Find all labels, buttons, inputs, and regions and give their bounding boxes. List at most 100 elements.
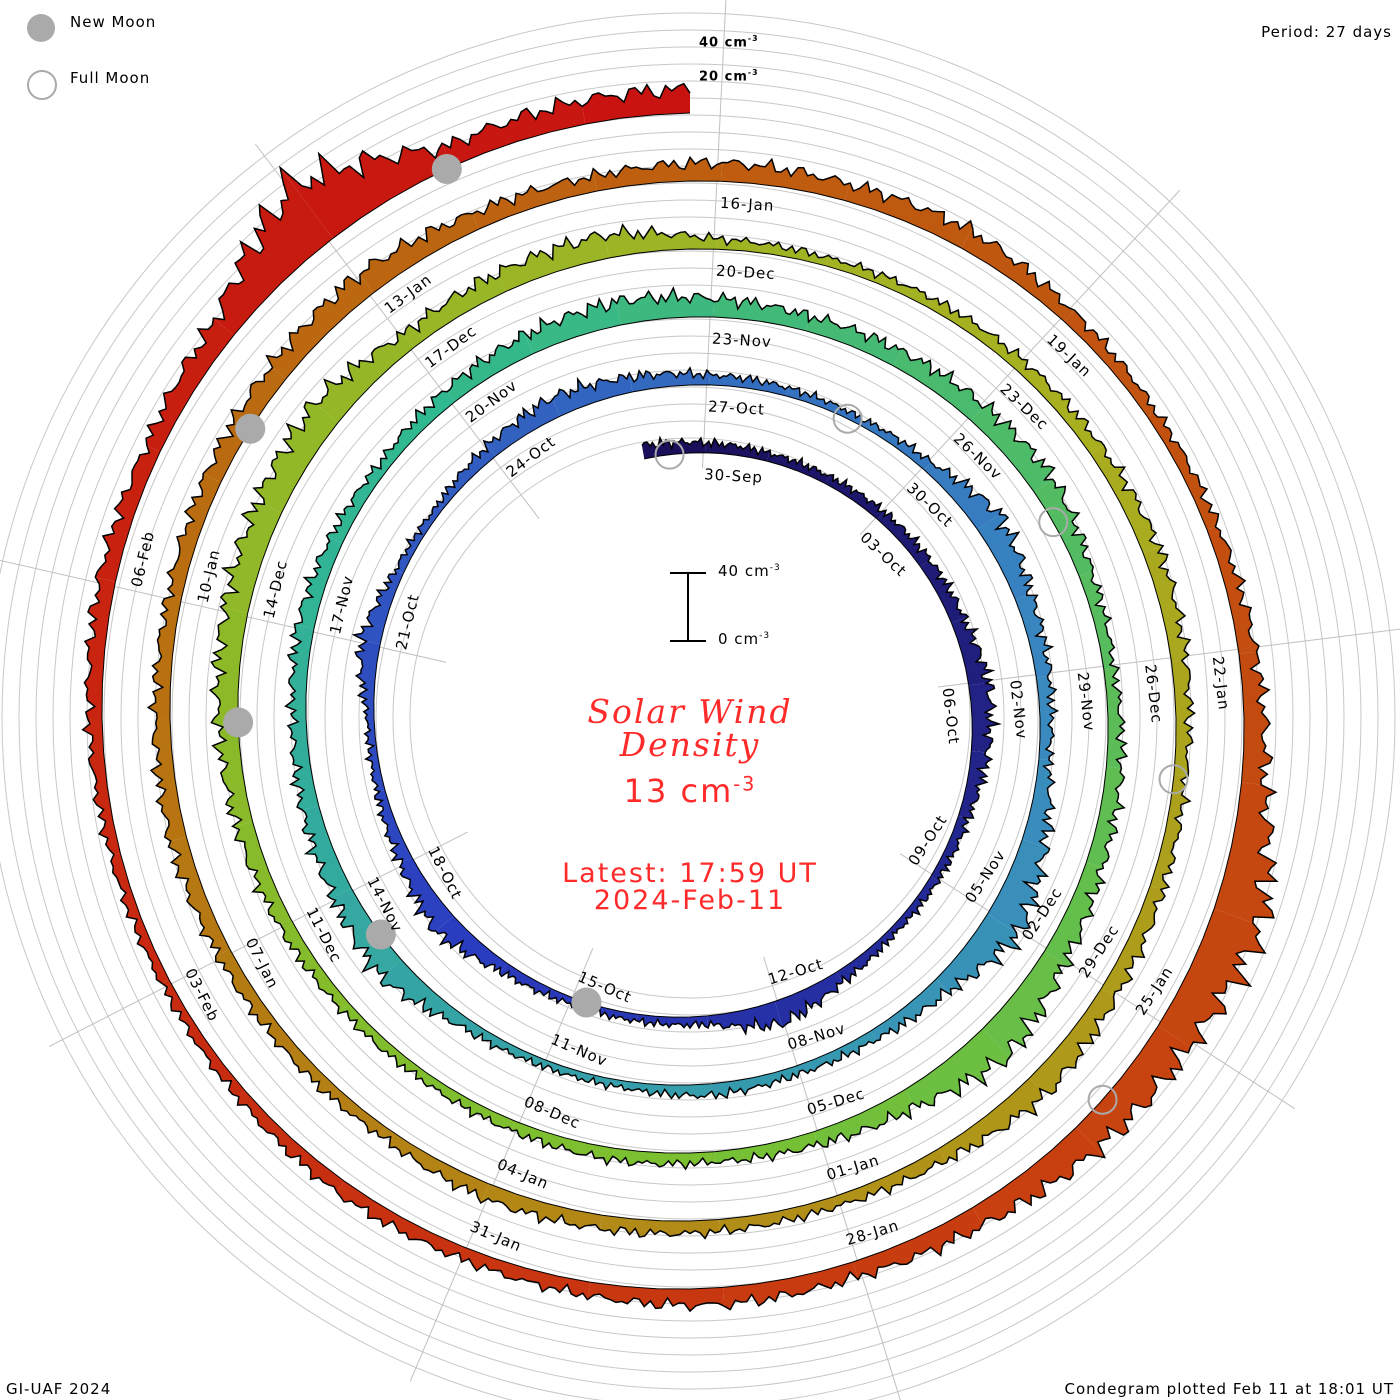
full-moon-marker (1087, 1084, 1118, 1115)
density-segment (717, 236, 829, 266)
new-moon-marker (235, 413, 266, 444)
density-segment (715, 1131, 817, 1164)
density-segment (220, 503, 282, 614)
grid-ring (52, 80, 1328, 1356)
density-segment (280, 918, 350, 1014)
grid-radial-line (763, 956, 901, 1400)
scale-bar (670, 572, 706, 642)
density-segment (713, 292, 809, 331)
moon-markers (223, 153, 1189, 1115)
density-segment (1076, 1025, 1191, 1158)
density-segment (825, 255, 932, 307)
density-segment (253, 402, 338, 513)
grid-ring (358, 386, 1022, 1050)
grid-ring (375, 403, 1005, 1033)
density-segment (461, 1017, 543, 1066)
density-segment (232, 821, 291, 924)
density-segment (95, 445, 160, 582)
density-segment (1086, 766, 1125, 869)
density-segment (723, 1262, 859, 1310)
density-segment (624, 1081, 712, 1099)
density-segment (982, 951, 1068, 1057)
date-label: 31-Jan (467, 1217, 524, 1255)
outer-scale-40-label: 40 cm-3 (699, 34, 759, 51)
density-segment (721, 159, 851, 201)
density-segment (987, 839, 1050, 933)
density-segment (337, 1003, 427, 1080)
density-segment (511, 1121, 615, 1166)
density-segment (951, 616, 993, 686)
density-segment (499, 963, 570, 1004)
density-segment (289, 1047, 386, 1137)
density-segment (1147, 413, 1219, 530)
density-segment (1015, 595, 1053, 678)
density-segment (958, 750, 992, 819)
density-segment (84, 577, 116, 718)
density-segment (938, 1077, 1043, 1163)
density-segment (1171, 660, 1195, 777)
density-segment (237, 1091, 345, 1193)
scale-bottom-label: 0 cm-3 (718, 630, 771, 648)
density-segment (213, 167, 333, 336)
new-moon-marker (431, 153, 462, 184)
density-segment (893, 348, 983, 421)
density-segment (1034, 479, 1094, 577)
density-segment (359, 213, 480, 293)
density-segment (836, 929, 895, 984)
density-segment (709, 373, 790, 396)
grid-ring (205, 233, 1175, 1203)
date-label: 17-Nov (326, 574, 357, 636)
density-segment (436, 916, 508, 974)
density-segment (1239, 651, 1273, 785)
density-segment (364, 718, 385, 792)
density-segment (1090, 445, 1164, 554)
density-segment (374, 790, 413, 863)
scale-top-label: 40 cm-3 (718, 562, 781, 580)
density-segment (977, 514, 1033, 600)
full-moon-marker (654, 439, 685, 470)
density-segment (825, 474, 886, 520)
density-segment (447, 331, 533, 402)
density-segment (316, 331, 415, 423)
grid-ring (409, 437, 971, 999)
density-segment (266, 274, 374, 379)
density-segment (280, 143, 453, 239)
density-segment (483, 397, 560, 457)
date-label: 20-Dec (716, 262, 776, 283)
grid-ring (324, 352, 1056, 1084)
date-label: 22-Jan (1209, 655, 1233, 711)
density-segment (552, 373, 633, 417)
density-segment (605, 224, 718, 258)
density-segment (287, 718, 319, 810)
footer-credit: GI-UAF 2024 (6, 1380, 112, 1398)
density-segment (146, 318, 234, 452)
density-segment (612, 1148, 716, 1170)
density-segment (400, 857, 454, 932)
density-segment (844, 181, 973, 248)
density-segment (523, 298, 621, 354)
density-segment (766, 450, 831, 484)
grid-ring (171, 199, 1209, 1237)
density-segment (421, 1072, 516, 1131)
density-segment (1101, 885, 1165, 997)
density-segment (813, 1089, 913, 1148)
grid-ring (35, 63, 1345, 1373)
date-label: 02-Nov (1006, 679, 1031, 740)
new-moon-marker (223, 707, 254, 738)
density-segment (302, 806, 352, 899)
density-segment (968, 683, 1000, 753)
density-segment (459, 1246, 591, 1300)
density-segment (870, 979, 952, 1041)
grid-ring (0, 12, 1396, 1400)
full-moon-legend-icon (27, 70, 57, 100)
grid-ring (256, 284, 1124, 1152)
density-segment (924, 462, 1002, 530)
period-label: Period: 27 days (1261, 23, 1392, 41)
density-segment (794, 1030, 877, 1078)
density-segment (936, 913, 1021, 995)
grid-ring (18, 46, 1362, 1390)
density-segment (707, 1001, 783, 1034)
density-line (81, 82, 1279, 1313)
density-segment (294, 535, 343, 629)
new-moon-legend-icon (27, 14, 55, 42)
